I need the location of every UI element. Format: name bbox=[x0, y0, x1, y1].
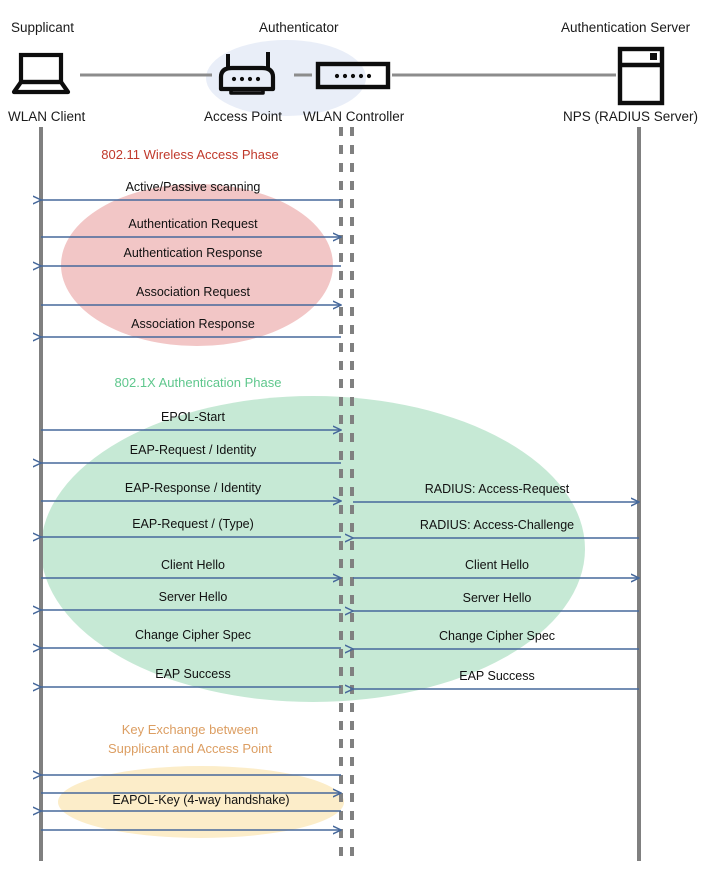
msg-eap-success-left: EAP Success bbox=[155, 667, 231, 681]
msg-server-hello-left: Server Hello bbox=[158, 590, 228, 604]
msg-active-passive-scanning: Active/Passive scanning bbox=[125, 180, 261, 194]
msg-association-request: Association Request bbox=[136, 285, 250, 299]
laptop-icon bbox=[11, 52, 71, 95]
msg-eapol-key: EAPOL-Key (4-way handshake) bbox=[112, 793, 290, 807]
msg-eap-request-type: EAP-Request / (Type) bbox=[132, 517, 254, 531]
msg-eapol-start: EPOL-Start bbox=[161, 410, 225, 424]
authenticator-group-ellipse bbox=[206, 40, 366, 116]
msg-association-response: Association Response bbox=[131, 317, 255, 331]
msg-authentication-response: Authentication Response bbox=[123, 246, 263, 260]
node-label-nps-radius-server: NPS (RADIUS Server) bbox=[563, 109, 699, 124]
phase-ellipse-key-exchange bbox=[58, 766, 344, 838]
header-role-authentication-server: Authentication Server bbox=[561, 20, 691, 35]
msg-eap-request-identity: EAP-Request / Identity bbox=[129, 443, 257, 457]
phase-ellipse-802-1x bbox=[41, 396, 585, 702]
msg-change-cipher-spec-right: Change Cipher Spec bbox=[438, 629, 556, 643]
msg-client-hello-right: Client Hello bbox=[465, 558, 529, 572]
msg-eap-success-right: EAP Success bbox=[459, 669, 535, 683]
wlan-controller-icon bbox=[315, 61, 391, 90]
msg-radius-access-challenge: RADIUS: Access-Challenge bbox=[419, 518, 575, 532]
msg-authentication-request: Authentication Request bbox=[128, 217, 258, 231]
phase-key-exchange-label: Key Exchange between Supplicant and Acce… bbox=[107, 722, 273, 756]
msg-eap-response-identity: EAP-Response / Identity bbox=[124, 481, 262, 495]
header-role-authenticator: Authenticator bbox=[259, 20, 339, 35]
server-icon bbox=[617, 46, 665, 106]
access-point-leds bbox=[231, 76, 261, 82]
msg-radius-access-request: RADIUS: Access-Request bbox=[424, 482, 570, 496]
node-label-wlan-client: WLAN Client bbox=[8, 109, 86, 124]
node-label-wlan-controller: WLAN Controller bbox=[303, 109, 405, 124]
phase-802-1x-label: 802.1X Authentication Phase bbox=[114, 375, 282, 390]
msg-change-cipher-spec-left: Change Cipher Spec bbox=[134, 628, 252, 642]
phase-802-11-label: 802.11 Wireless Access Phase bbox=[101, 147, 279, 162]
header-role-supplicant: Supplicant bbox=[11, 20, 75, 35]
message-arrows bbox=[41, 200, 639, 830]
msg-server-hello-right: Server Hello bbox=[462, 591, 532, 605]
access-point-icon bbox=[218, 52, 276, 95]
msg-client-hello-left: Client Hello bbox=[161, 558, 225, 572]
node-label-access-point: Access Point bbox=[204, 109, 283, 124]
